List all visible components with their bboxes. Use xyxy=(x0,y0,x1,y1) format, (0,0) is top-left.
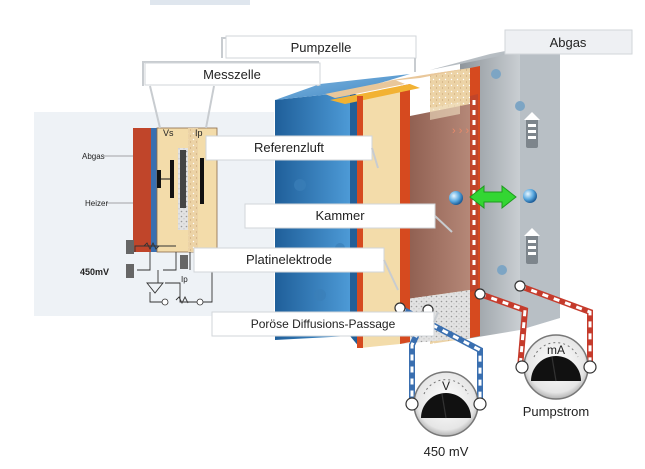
double-arrow-icon xyxy=(469,184,517,210)
bubble xyxy=(491,69,501,79)
inset-source-2 xyxy=(126,264,134,278)
ammeter-unit: mA xyxy=(547,343,565,357)
pumpzelle-box xyxy=(225,35,417,59)
oxygen-molecule-left xyxy=(449,191,463,205)
ammeter-caption: Pumpstrom xyxy=(523,404,589,419)
sensor-block: › › › xyxy=(275,40,560,348)
inset-abgas-label: Abgas xyxy=(82,152,105,161)
messzelle-box xyxy=(144,62,321,86)
voltmeter-unit: V xyxy=(442,379,450,393)
bubble xyxy=(294,179,306,191)
chamber xyxy=(400,104,470,300)
platinelektrode-label: Platinelektrode xyxy=(246,252,332,267)
diffusion-box xyxy=(211,311,435,337)
callouts: Pumpzelle Messzelle Abgas Referenzluft K… xyxy=(142,29,633,337)
referenzluft-label: Referenzluft xyxy=(254,140,324,155)
ammeter xyxy=(515,334,597,400)
vent-icon-upper xyxy=(524,112,540,148)
pumpzelle-label: Pumpzelle xyxy=(291,40,352,55)
vent-icon-lower xyxy=(524,228,540,264)
inset-source-1 xyxy=(126,240,134,254)
inset-heizer-label: Heizer xyxy=(85,199,108,208)
bubble xyxy=(314,289,326,301)
inset-heater xyxy=(133,128,151,252)
inset-ip-top-label: Ip xyxy=(195,128,203,138)
abgas-label: Abgas xyxy=(550,35,587,50)
kammer-label: Kammer xyxy=(315,208,365,223)
inset-reference xyxy=(151,128,157,252)
voltmeter-caption: 450 mV xyxy=(424,444,469,459)
inset-ip-bottom-label: Ip xyxy=(181,275,188,284)
kammer-box xyxy=(244,203,436,229)
messzelle-label: Messzelle xyxy=(203,67,261,82)
oxygen-molecule-right xyxy=(523,189,537,203)
top-ceramic-strip xyxy=(325,80,405,98)
bubble xyxy=(515,101,525,111)
diffusion-label: Poröse Diffusions-Passage xyxy=(251,317,396,331)
inset-voltage-label: 450mV xyxy=(80,267,109,277)
chamber-arrows: › › › xyxy=(452,125,469,137)
platinelektrode-box xyxy=(193,247,385,273)
inset-vs-label: Vs xyxy=(163,128,174,138)
bubble xyxy=(497,265,507,275)
pump-layer-top xyxy=(380,68,470,82)
inset-pump-porous xyxy=(188,128,198,252)
inset-source-3 xyxy=(180,255,188,269)
gold-strip-left xyxy=(330,84,420,104)
abgas-box xyxy=(504,29,633,55)
blue-block-top xyxy=(275,74,410,100)
voltmeter xyxy=(405,371,487,437)
chamber-glint xyxy=(430,102,460,120)
top-edge xyxy=(150,0,250,5)
